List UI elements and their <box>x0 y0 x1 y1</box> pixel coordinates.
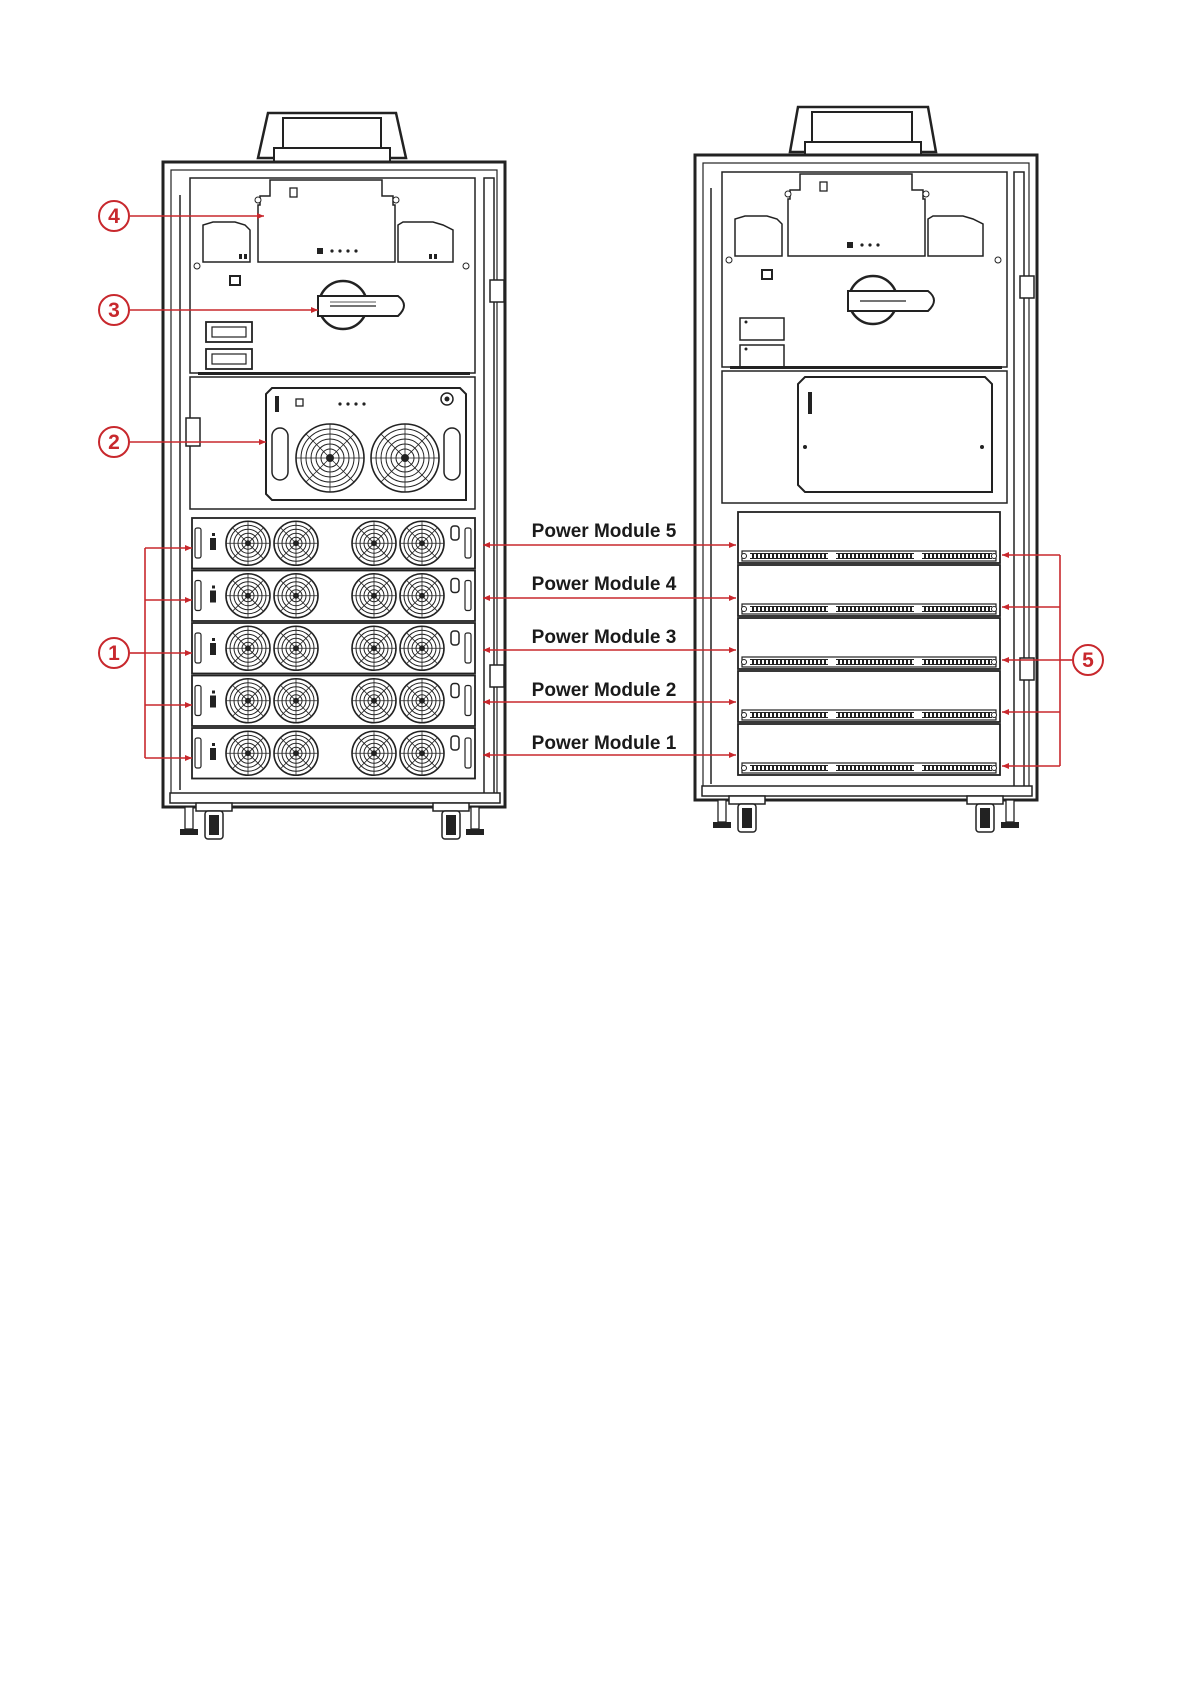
module-slot <box>738 512 1000 563</box>
power-module-front <box>192 518 475 569</box>
rear-module-slots <box>738 512 1000 775</box>
module-label-2: Power Module 2 <box>532 680 677 701</box>
module-slot <box>738 565 1000 616</box>
rear-cabinet-handle <box>790 107 936 158</box>
front-power-modules <box>192 518 475 779</box>
power-module-front <box>192 728 475 779</box>
front-cabinet-handle <box>258 113 406 164</box>
svg-text:1: 1 <box>108 642 120 665</box>
module-slot <box>738 724 1000 775</box>
callout-3: 3 <box>99 295 129 325</box>
svg-text:5: 5 <box>1082 649 1094 672</box>
callout-4: 4 <box>99 201 129 231</box>
module-label-3: Power Module 3 <box>532 627 677 648</box>
callout-5: 5 <box>1073 645 1103 675</box>
callout-2: 2 <box>99 427 129 457</box>
module-label-1: Power Module 1 <box>532 733 677 754</box>
rear-cabinet <box>695 107 1037 832</box>
callout-1: 1 <box>99 638 129 668</box>
svg-text:2: 2 <box>108 431 120 454</box>
svg-text:3: 3 <box>108 299 120 322</box>
module-label-4: Power Module 4 <box>532 574 677 595</box>
module-slot <box>738 618 1000 669</box>
svg-text:4: 4 <box>108 205 120 228</box>
monitoring-panel <box>258 180 395 262</box>
power-module-front <box>192 623 475 674</box>
module-label-5: Power Module 5 <box>532 521 677 542</box>
front-cabinet <box>163 113 505 839</box>
power-module-front <box>192 676 475 727</box>
bypass-module <box>266 388 466 500</box>
module-slot <box>738 671 1000 722</box>
power-module-front <box>192 571 475 622</box>
